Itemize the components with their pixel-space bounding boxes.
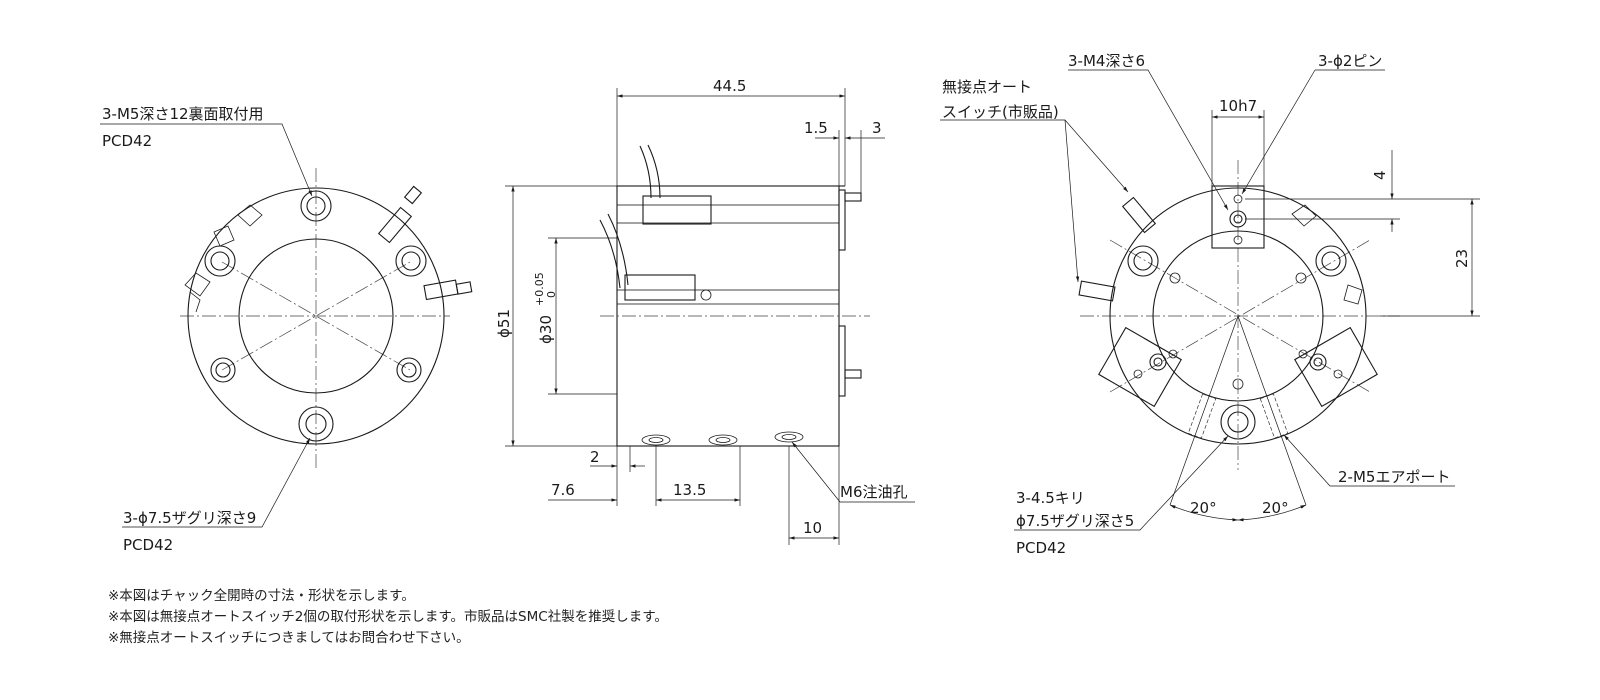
dim-dia30-tol-upper: +0.05 xyxy=(533,272,546,306)
switch-label-line1: 無接点オート xyxy=(942,78,1032,96)
air-port-label: 2-M5エアポート xyxy=(1338,468,1450,486)
bolt-hole xyxy=(204,245,236,277)
dim-dia30-tol-lower: 0 xyxy=(545,291,558,298)
hole-label-line1: 3-4.5キリ xyxy=(1016,489,1085,507)
bolt-hole xyxy=(396,357,422,383)
left-callout-bottom-line2: PCD42 xyxy=(123,536,173,554)
note-line: ※本図はチャック全開時の寸法・形状を示します。 xyxy=(108,588,415,604)
note-line: ※本図は無接点オートスイッチ2個の取付形状を示します。市販品はSMC社製を推奨し… xyxy=(108,609,668,625)
dim-7-6: 7.6 xyxy=(551,481,575,499)
dim-23: 23 xyxy=(1453,249,1471,268)
dim-13-5: 13.5 xyxy=(673,481,706,499)
bolt-hole xyxy=(210,357,236,383)
angle-left: 20° xyxy=(1190,499,1217,517)
middle-view: 44.5 1.5 3 ϕ51 ϕ30 +0.05 0 2 7.6 13.5 xyxy=(495,77,915,545)
left-callout-top-line2: PCD42 xyxy=(102,132,152,150)
dim-2: 2 xyxy=(590,448,600,466)
dim-3: 3 xyxy=(872,119,882,137)
auto-switch-sensor xyxy=(423,279,473,301)
switch-label-line2: スイッチ(市販品) xyxy=(942,103,1059,121)
bolt-hole xyxy=(300,190,332,222)
dim-10: 10 xyxy=(803,519,822,537)
pin-label: 3-ϕ2ピン xyxy=(1318,52,1382,70)
left-callout-bottom-line1: 3-ϕ7.5ザグリ深さ9 xyxy=(123,509,256,527)
bolt-hole xyxy=(395,245,427,277)
right-view: 10h7 4 23 3-M4深さ6 3-ϕ2ピン 無接点オート スイッチ(市販品… xyxy=(940,52,1480,557)
dim-10h7: 10h7 xyxy=(1219,97,1257,115)
m4-label: 3-M4深さ6 xyxy=(1068,52,1145,70)
drawing-notes: ※本図はチャック全開時の寸法・形状を示します。 ※本図は無接点オートスイッチ2個… xyxy=(108,586,668,649)
hole-label-line3: PCD42 xyxy=(1016,539,1066,557)
dim-1-5: 1.5 xyxy=(804,119,828,137)
auto-switch-sensor xyxy=(377,185,423,244)
oil-hole xyxy=(641,434,671,446)
oil-hole-label: M6注油孔 xyxy=(840,483,908,501)
note-line: ※無接点オートスイッチにつきましてはお問合わせ下さい。 xyxy=(108,630,470,646)
left-callout-top-line1: 3-M5深さ12裏面取付用 xyxy=(102,105,264,123)
angle-right: 20° xyxy=(1262,499,1289,517)
dim-dia30: ϕ30 xyxy=(537,315,555,344)
dim-length: 44.5 xyxy=(713,77,746,95)
dim-dia51: ϕ51 xyxy=(495,309,513,338)
oil-hole xyxy=(708,434,738,446)
bolt-hole xyxy=(298,406,334,442)
hole-label-line2: ϕ7.5ザグリ深さ5 xyxy=(1016,512,1134,530)
oil-hole xyxy=(774,431,804,443)
left-view: 3-M5深さ12裏面取付用 PCD42 3-ϕ7.5ザグリ深さ9 PCD42 xyxy=(100,105,473,554)
dim-4: 4 xyxy=(1371,170,1389,180)
